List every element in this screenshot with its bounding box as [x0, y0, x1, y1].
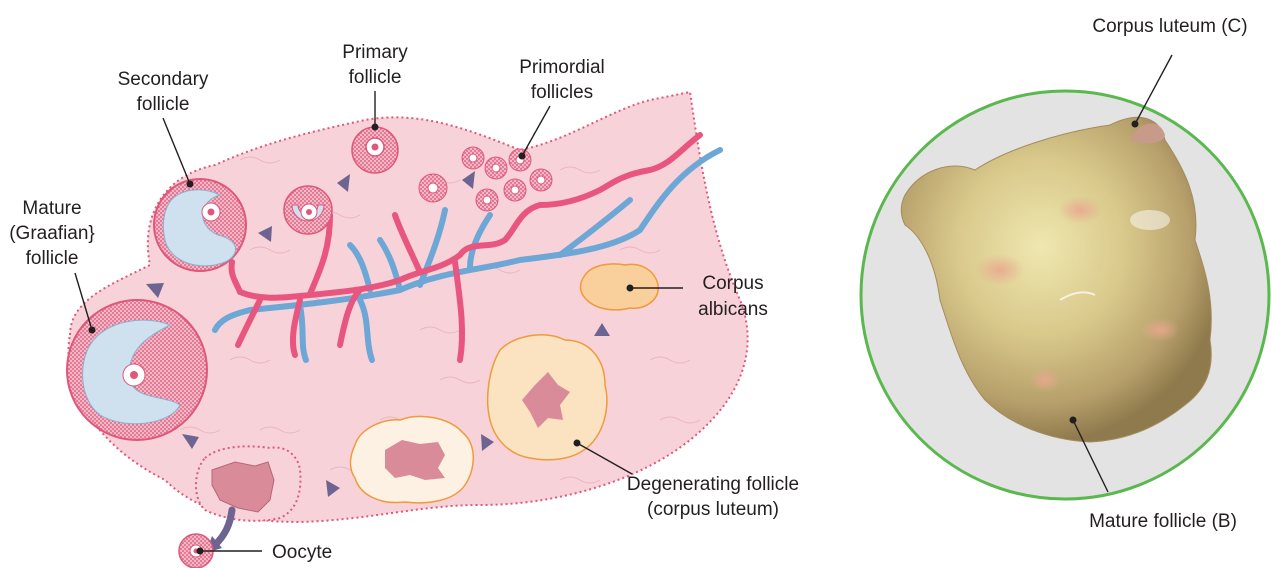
label-degenerating-follicle-line1: Degenerating follicle	[627, 474, 799, 495]
primordial-follicle	[419, 174, 447, 202]
label-mature-follicle-line2: (Graafian}	[9, 223, 95, 244]
ruptured-follicle	[196, 446, 300, 553]
label-oocyte-text: Oocyte	[272, 542, 332, 563]
label-secondary-follicle-line2: follicle	[137, 94, 190, 115]
early-corpus-luteum	[350, 416, 473, 502]
label-primary-follicle-line1: Primary	[342, 42, 408, 63]
primordial-follicle	[476, 189, 498, 211]
label-primordial-follicles-line2: follicles	[531, 82, 593, 103]
label-secondary-follicle: Secondary follicle	[118, 69, 209, 188]
label-primordial-follicles-line1: Primordial	[519, 57, 605, 78]
label-mature-follicle-line3: follicle	[26, 248, 79, 269]
label-corpus-albicans-line1: Corpus	[702, 273, 763, 294]
primordial-follicle	[530, 169, 552, 191]
corpus-albicans-diagram	[580, 264, 658, 310]
label-mature-follicle-b-text: Mature follicle (B)	[1089, 511, 1237, 532]
mature-graafian-follicle-diagram	[67, 300, 207, 440]
label-corpus-luteum-c-text: Corpus luteum (C)	[1092, 16, 1247, 37]
secondary-follicle-diagram	[154, 179, 246, 271]
label-secondary-follicle-line1: Secondary	[118, 69, 209, 90]
primordial-follicle	[485, 157, 507, 179]
growing-follicle	[284, 186, 332, 234]
label-primary-follicle-line2: follicle	[349, 67, 402, 88]
label-mature-follicle-line1: Mature	[22, 198, 81, 219]
primary-follicle	[352, 127, 398, 173]
primordial-follicle	[504, 179, 526, 201]
label-degenerating-follicle-line2: (corpus luteum)	[647, 499, 779, 520]
label-corpus-albicans-line2: albicans	[698, 299, 768, 320]
degenerating-follicle-corpus-luteum-diagram	[488, 335, 607, 460]
ovary-photograph	[861, 91, 1269, 499]
primordial-follicle	[462, 147, 484, 169]
primordial-follicle	[509, 149, 531, 171]
